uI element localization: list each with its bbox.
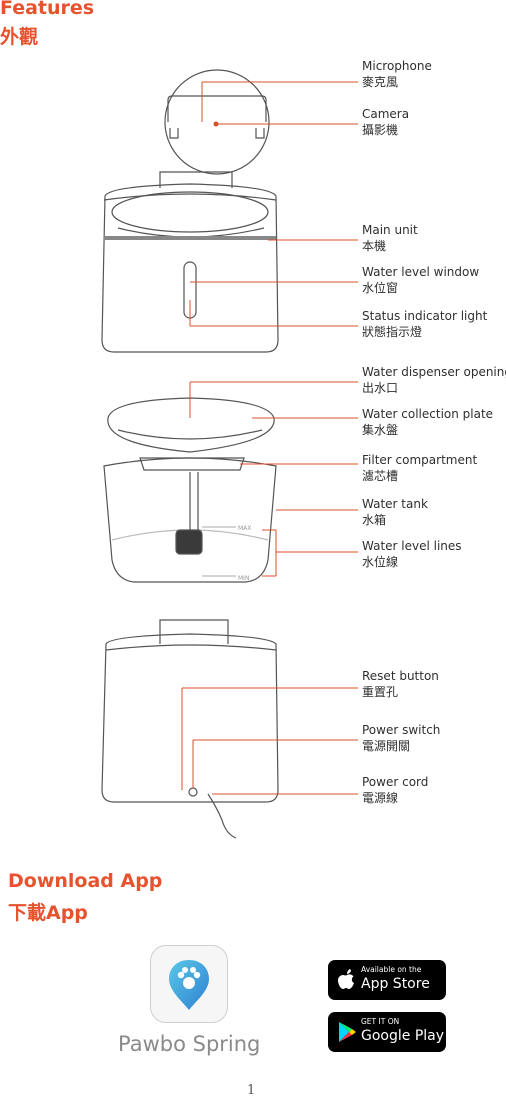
label-camera-zh: 攝影機 <box>362 123 399 137</box>
label-power-switch-en: Power switch <box>362 723 441 737</box>
app-store-badge[interactable]: Available on the App Store <box>328 960 446 1000</box>
label-camera-en: Camera <box>362 107 410 121</box>
label-dispenser-opening-en: Water dispenser opening <box>362 365 506 379</box>
label-dispenser-opening: Water dispenser opening 出水口 <box>362 364 506 396</box>
features-title-zh: 外觀 <box>0 26 39 48</box>
label-collection-plate: Water collection plate 集水盤 <box>362 406 493 438</box>
label-water-level-lines: Water level lines 水位線 <box>362 538 462 570</box>
label-water-tank: Water tank 水箱 <box>362 496 428 528</box>
google-play-badge[interactable]: GET IT ON Google Play <box>328 1012 446 1052</box>
label-water-tank-en: Water tank <box>362 497 428 511</box>
label-water-level-window-en: Water level window <box>362 265 480 279</box>
label-reset-button-en: Reset button <box>362 669 439 683</box>
label-water-level-lines-en: Water level lines <box>362 539 462 553</box>
collection-plate-shape <box>107 397 275 453</box>
label-water-level-window: Water level window 水位窗 <box>362 264 479 296</box>
label-main-unit-en: Main unit <box>362 223 418 237</box>
label-main-unit-zh: 本機 <box>362 239 387 253</box>
water-tank-shape <box>103 457 277 583</box>
label-power-cord: Power cord 電源線 <box>362 774 428 806</box>
label-microphone: Microphone 麥克風 <box>362 58 432 90</box>
download-title-zh: 下載App <box>8 902 88 924</box>
google-play-big-text: Google Play <box>361 1028 445 1044</box>
camera-module <box>159 171 233 188</box>
label-status-indicator-zh: 狀態指示燈 <box>362 325 423 339</box>
label-status-indicator: Status indicator light 狀態指示燈 <box>362 308 487 340</box>
pump-block <box>175 529 203 555</box>
label-power-cord-en: Power cord <box>362 775 429 789</box>
page-number: 1 <box>247 1083 256 1098</box>
label-water-level-window-zh: 水位窗 <box>362 281 399 295</box>
label-dispenser-opening-zh: 出水口 <box>362 381 399 395</box>
label-power-switch-zh: 電源開關 <box>362 739 411 753</box>
label-collection-plate-en: Water collection plate <box>362 407 494 421</box>
product-diagram: MAX MIN <box>101 69 358 839</box>
back-handle <box>159 619 229 644</box>
label-power-cord-zh: 電源線 <box>362 791 399 805</box>
label-water-tank-zh: 水箱 <box>362 513 387 527</box>
min-text: MIN <box>238 575 249 582</box>
apple-icon <box>338 969 354 989</box>
app-store-small-text: Available on the <box>361 965 422 974</box>
label-filter-compartment-en: Filter compartment <box>362 453 478 467</box>
label-collection-plate-zh: 集水盤 <box>362 423 399 437</box>
label-filter-compartment: Filter compartment 濾芯槽 <box>362 452 477 484</box>
main-unit-body <box>101 183 279 353</box>
play-triangle-icon <box>339 1022 356 1042</box>
top-lid <box>111 191 269 233</box>
app-store-big-text: App Store <box>361 976 430 992</box>
label-reset-button-zh: 重置孔 <box>362 685 399 699</box>
camera-module-zoom <box>167 95 267 122</box>
power-cord-shape <box>207 793 237 839</box>
label-microphone-en: Microphone <box>362 59 432 73</box>
magnifier-circle <box>164 69 270 175</box>
label-main-unit: Main unit 本機 <box>362 222 418 254</box>
base-unit-body <box>101 633 279 803</box>
app-icon[interactable] <box>150 945 228 1023</box>
app-name: Pawbo Spring <box>118 1032 261 1056</box>
label-microphone-zh: 麥克風 <box>362 75 399 89</box>
label-power-switch: Power switch 電源開關 <box>362 722 440 754</box>
label-water-level-lines-zh: 水位線 <box>362 555 399 569</box>
download-title-en: Download App <box>8 870 163 892</box>
google-play-small-text: GET IT ON <box>361 1017 400 1026</box>
features-title-en: Features <box>0 0 95 19</box>
max-text: MAX <box>238 525 251 532</box>
label-camera: Camera 攝影機 <box>362 106 409 138</box>
label-reset-button: Reset button 重置孔 <box>362 668 439 700</box>
label-status-indicator-en: Status indicator light <box>362 309 488 323</box>
paw-location-pin-icon <box>169 960 209 1010</box>
label-filter-compartment-zh: 濾芯槽 <box>362 469 399 483</box>
